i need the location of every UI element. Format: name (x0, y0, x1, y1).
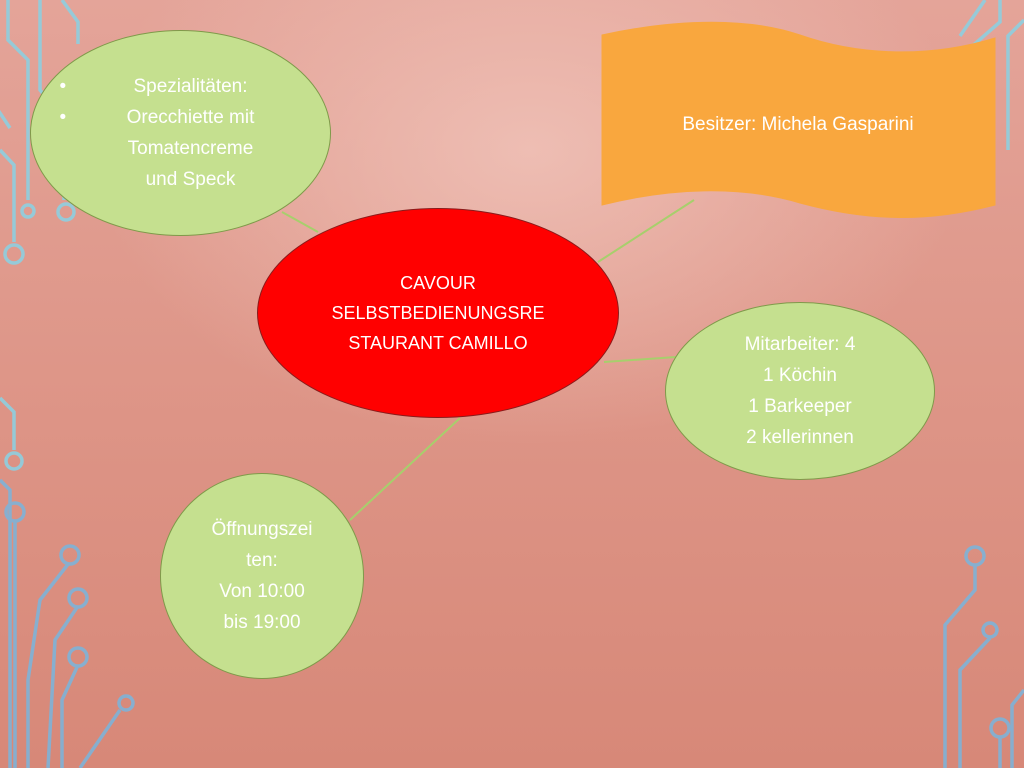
circuit-trace (1010, 688, 1024, 768)
circuit-node (4, 451, 24, 471)
hours-line: Von 10:00 (219, 581, 305, 602)
opening-hours-bubble: Öffnungszei ten: Von 10:00 bis 19:00 (160, 473, 364, 679)
specialties-dish: Orecchiette mit Tomatencreme und Speck (60, 102, 266, 195)
owner-label: Besitzer: Michela Gasparini (682, 114, 914, 135)
hours-line: ten: (246, 550, 278, 571)
circuit-trace (958, 0, 987, 37)
hours-line: bis 19:00 (223, 612, 301, 633)
circuit-trace (0, 478, 12, 768)
circuit-node (3, 243, 25, 265)
circuit-trace (46, 605, 80, 768)
circuit-node (4, 501, 26, 523)
circuit-node (67, 587, 89, 609)
circuit-trace (78, 709, 122, 768)
specialties-heading: Spezialitäten: (60, 71, 266, 102)
circuit-trace (6, 0, 30, 200)
staff-line: 1 Köchin (763, 365, 837, 386)
circuit-trace (0, 109, 12, 129)
center-title-line: STAURANT CAMILLO (348, 333, 528, 353)
circuit-node (964, 545, 986, 567)
circuit-node (20, 203, 36, 219)
circuit-node (59, 544, 81, 566)
connector-specialties (281, 211, 319, 233)
circuit-trace (958, 636, 992, 768)
circuit-trace (60, 664, 80, 768)
circuit-node (117, 694, 135, 712)
connector-hours (349, 417, 461, 521)
specialties-bubble: Spezialitäten: Orecchiette mit Tomatencr… (30, 30, 331, 236)
circuit-trace (1006, 18, 1024, 150)
staff-line: 2 kellerinnen (746, 427, 854, 448)
circuit-node (981, 621, 999, 639)
center-title-line: SELBSTBEDIENUNGSRE (331, 303, 545, 323)
specialties-list: Spezialitäten: Orecchiette mit Tomatencr… (60, 71, 266, 195)
circuit-node (56, 202, 76, 222)
staff-line: Mitarbeiter: 4 (744, 334, 856, 355)
hours-line: Öffnungszei (211, 519, 313, 540)
connector-staff (603, 356, 677, 363)
circuit-node (989, 717, 1011, 739)
staff-bubble: Mitarbeiter: 4 1 Köchin 1 Barkeeper 2 ke… (665, 302, 935, 480)
owner-banner (601, 21, 996, 218)
circuit-trace (0, 148, 16, 242)
restaurant-center-node: CAVOUR SELBSTBEDIENUNGSRE STAURANT CAMIL… (257, 208, 619, 418)
circuit-trace (943, 565, 977, 768)
staff-line: 1 Barkeeper (748, 396, 852, 417)
circuit-trace (26, 561, 71, 768)
circuit-trace (0, 396, 16, 450)
circuit-trace (60, 0, 80, 44)
connector-owner (597, 199, 695, 263)
circuit-node (67, 646, 89, 668)
center-title-line: CAVOUR (400, 273, 476, 293)
